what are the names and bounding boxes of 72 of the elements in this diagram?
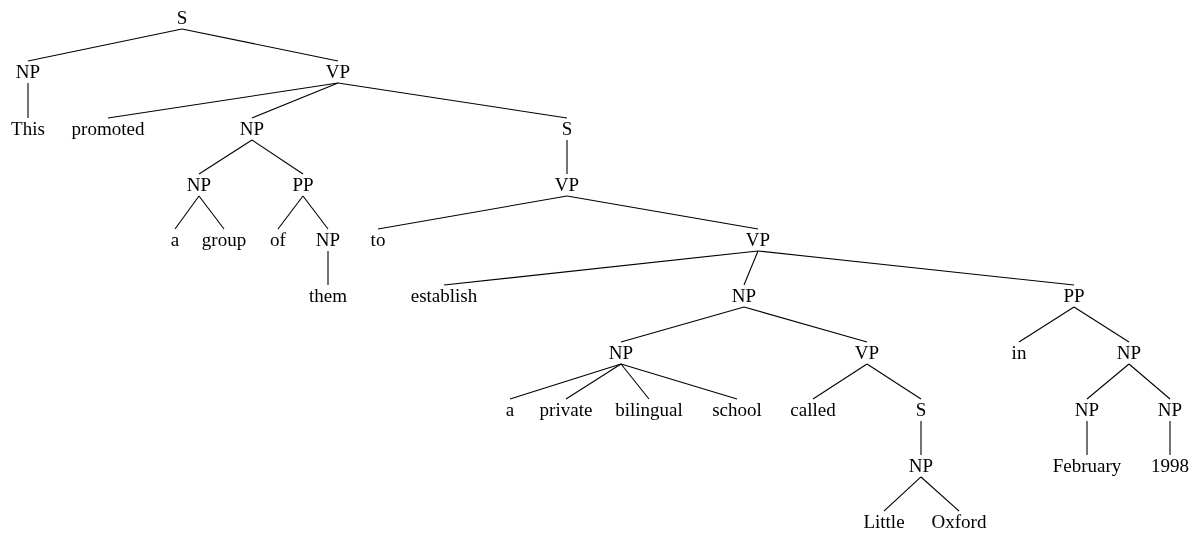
tree-node-label: NP [239, 119, 265, 139]
branch-line [620, 306, 745, 343]
tree-node-label: to [370, 230, 386, 250]
tree-node-label: VP [745, 230, 771, 250]
branch-line [509, 363, 622, 400]
tree-node-label: VP [854, 343, 880, 363]
branch-line [302, 195, 329, 230]
branch-line [251, 82, 339, 119]
tree-node-label: NP [731, 286, 757, 306]
branch-line [198, 195, 225, 230]
tree-node-label: NP [186, 175, 212, 195]
tree-node-label: NP [15, 62, 41, 82]
branch-line [1018, 306, 1075, 343]
branch-line [920, 476, 960, 512]
tree-node-label: called [790, 400, 836, 420]
branch-line [1086, 363, 1130, 400]
branch-line [866, 363, 922, 400]
tree-node-label: them [309, 286, 347, 306]
branch-line [566, 139, 568, 175]
tree-node-label: in [1011, 343, 1027, 363]
tree-node-label: Little [863, 512, 905, 532]
tree-node-label: February [1052, 456, 1122, 476]
branch-line [883, 476, 922, 512]
tree-node-label: NP [315, 230, 341, 250]
branch-line [251, 139, 304, 175]
tree-node-label: promoted [71, 119, 145, 139]
branch-line [566, 195, 759, 230]
branch-line [198, 139, 253, 175]
tree-node-label: S [915, 400, 927, 420]
tree-node-label: NP [1157, 400, 1183, 420]
tree-node-label: VP [325, 62, 351, 82]
branch-line [337, 82, 568, 119]
tree-node-label: VP [554, 175, 580, 195]
branch-line [377, 195, 568, 230]
tree-node-label: school [712, 400, 762, 420]
tree-node-label: NP [908, 456, 934, 476]
tree-node-label: of [270, 230, 286, 250]
tree-node-label: establish [410, 286, 478, 306]
branch-line [1128, 363, 1171, 400]
tree-node-label: group [201, 230, 247, 250]
branch-line [565, 363, 622, 400]
tree-node-label: private [539, 400, 593, 420]
branch-line [1086, 420, 1088, 456]
tree-node-label: S [561, 119, 573, 139]
branch-line [743, 306, 868, 343]
branch-line [443, 250, 759, 286]
branch-line [812, 363, 868, 400]
branch-line [620, 363, 650, 400]
branch-line [743, 250, 759, 286]
tree-node-label: a [170, 230, 180, 250]
branch-line [1073, 306, 1130, 343]
tree-node-label: Oxford [931, 512, 987, 532]
tree-node-label: 1998 [1151, 456, 1189, 476]
tree-node-label: PP [292, 175, 314, 195]
branch-line [757, 250, 1075, 286]
tree-node-label: a [505, 400, 515, 420]
tree-node-label: bilingual [615, 400, 683, 420]
branch-line [174, 195, 200, 230]
branch-line [1169, 420, 1171, 456]
tree-node-label: This [11, 119, 45, 139]
branch-line [920, 420, 922, 456]
branch-line [181, 28, 339, 62]
tree-node-label: NP [1116, 343, 1142, 363]
tree-node-label: S [176, 8, 188, 28]
branch-line [27, 82, 29, 119]
tree-node-label: PP [1063, 286, 1085, 306]
tree-node-label: NP [608, 343, 634, 363]
branch-line [27, 28, 183, 62]
tree-node-label: NP [1074, 400, 1100, 420]
branch-line [327, 250, 329, 286]
branch-line [277, 195, 304, 230]
branch-line [620, 363, 738, 400]
